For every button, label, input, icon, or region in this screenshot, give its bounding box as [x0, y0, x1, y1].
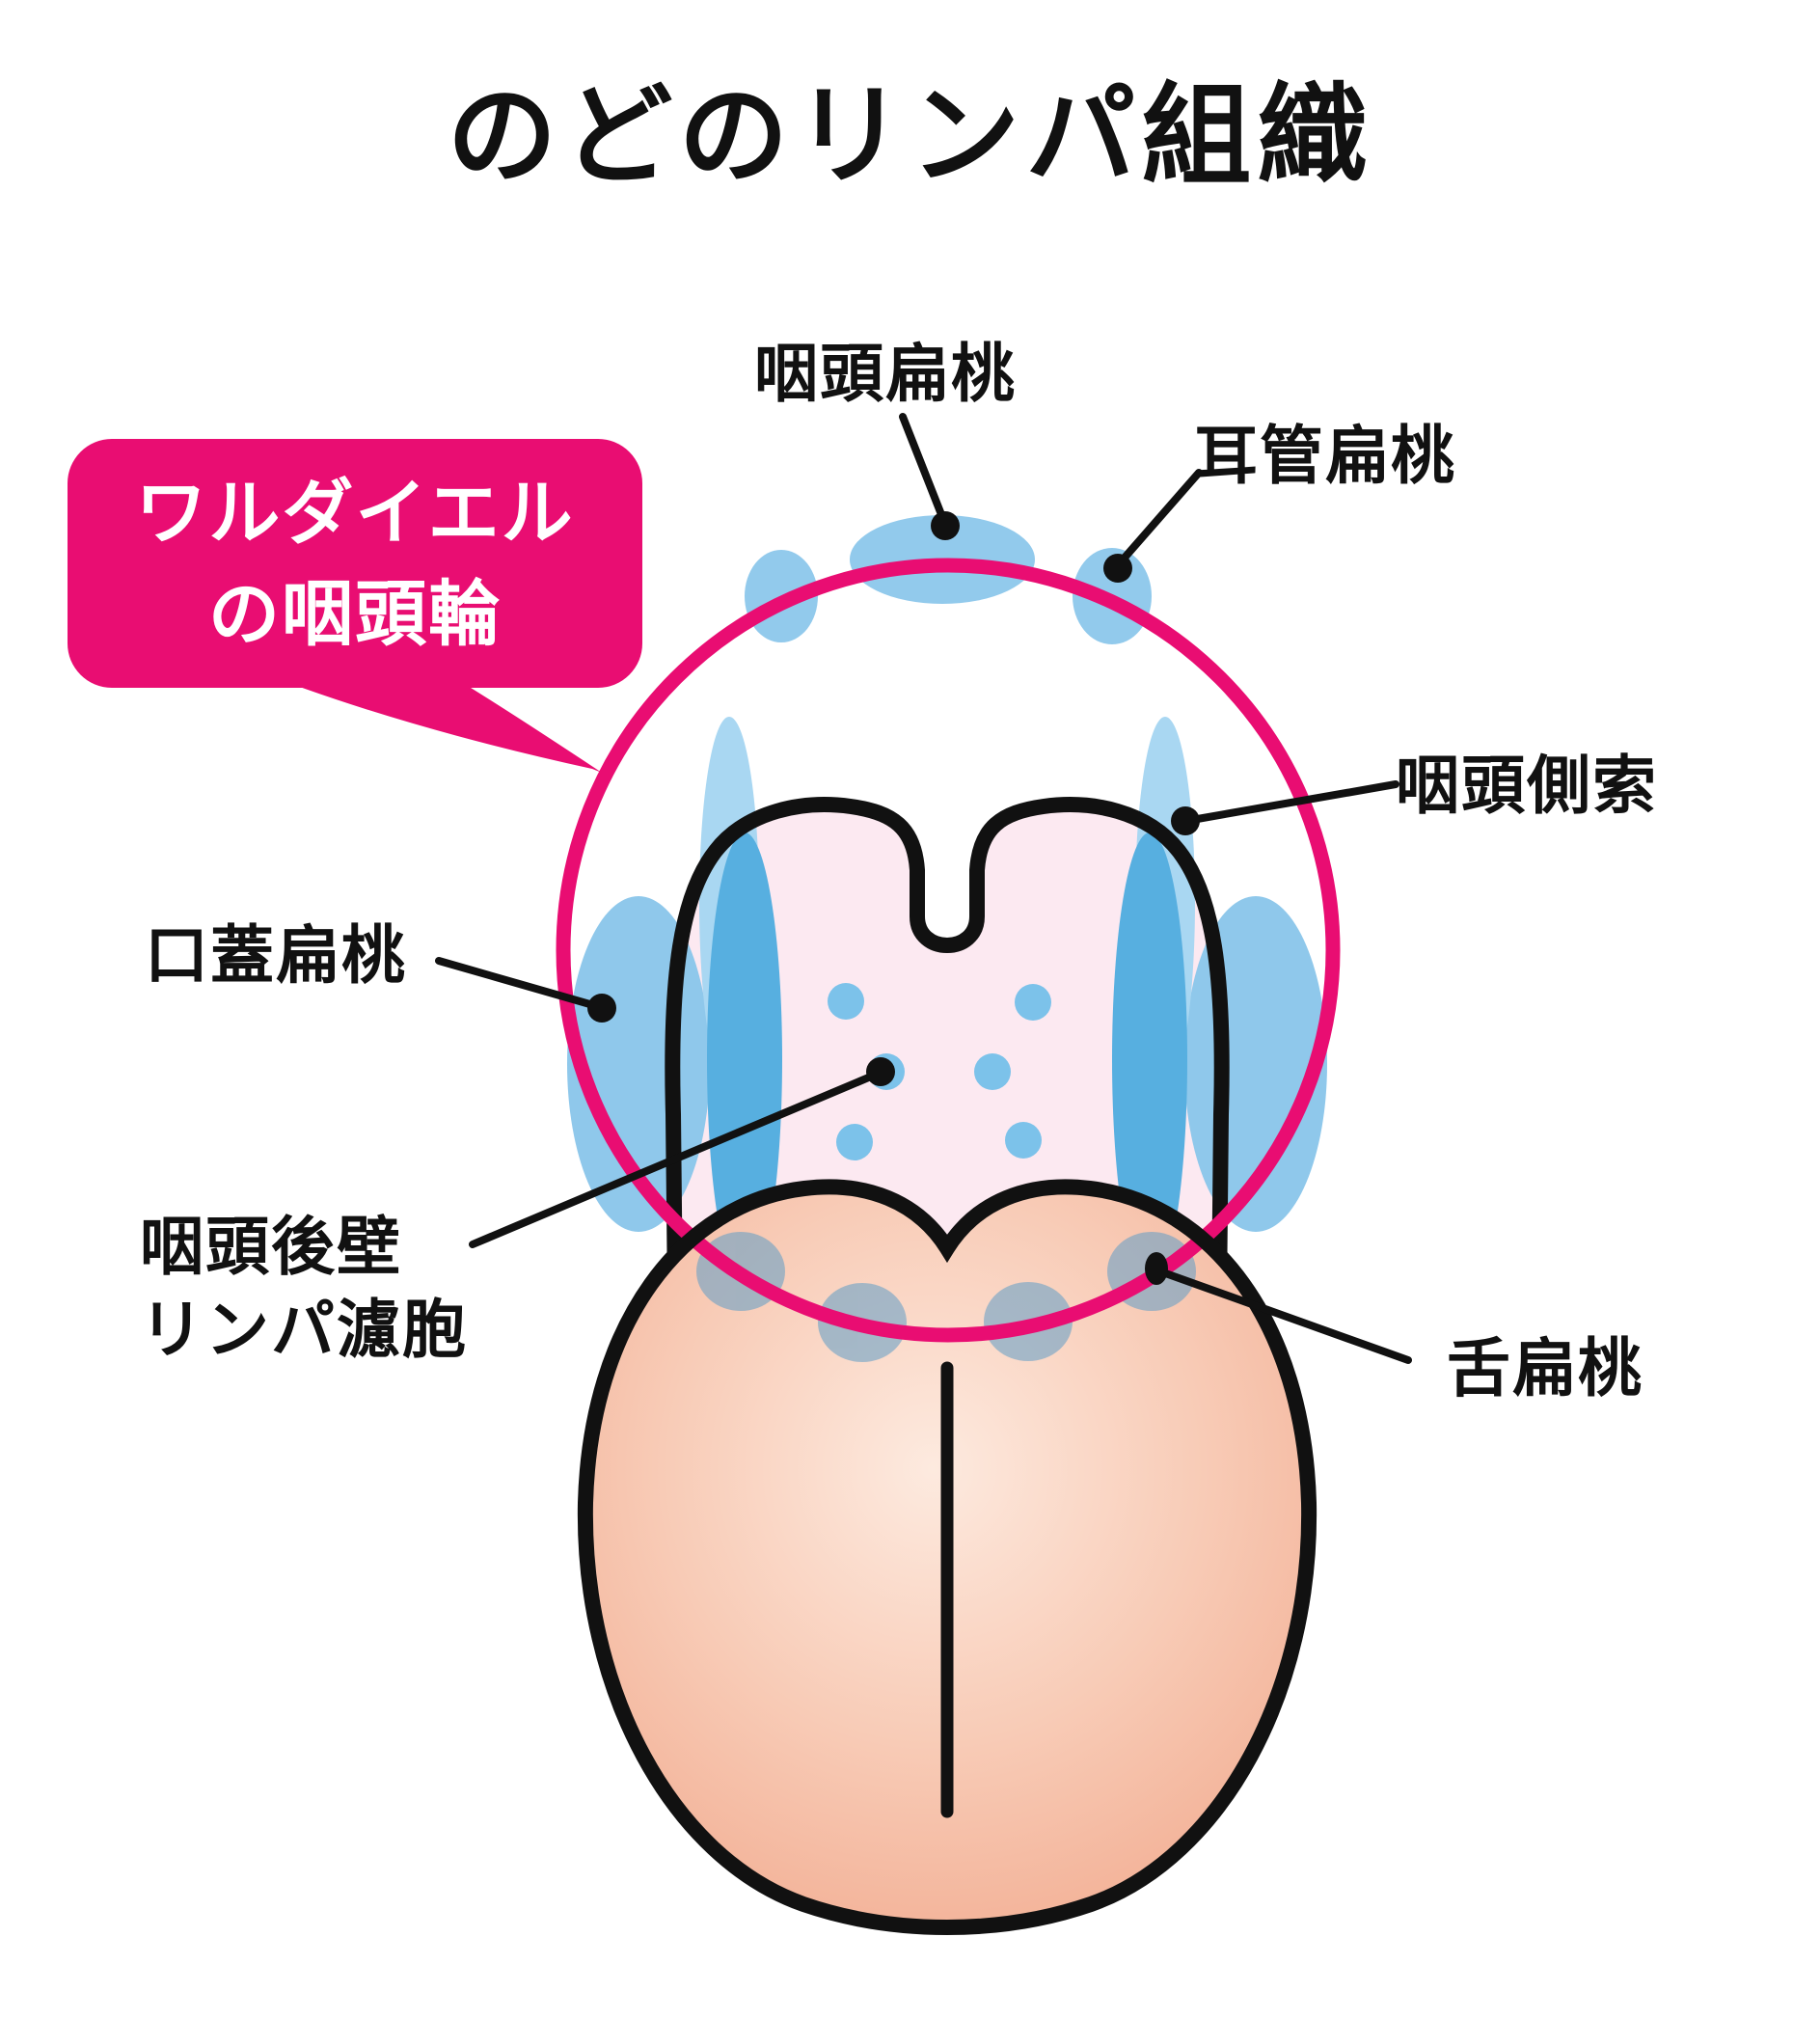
- pointer-line-palatine-tonsil: [435, 957, 604, 1011]
- pointer-line-pharyngeal-tonsil: [899, 413, 948, 526]
- label-posterior-wall-line1: 咽頭後壁: [140, 1211, 402, 1282]
- waldeyer-ring-callout: ワルダイエル の咽頭輪: [68, 439, 642, 688]
- tongue-outline: [577, 1179, 1317, 1935]
- page-title: のどのリンパ組織: [447, 75, 1373, 198]
- pharynx-outline: [665, 797, 1230, 1301]
- pointer-dot-tubal-tonsil: [1103, 554, 1132, 583]
- lymph-follicle-dot: [836, 1124, 873, 1160]
- callout-line1: ワルダイエル: [135, 472, 575, 553]
- label-posterior-wall-line2: リンパ濾胞: [140, 1293, 468, 1365]
- label-lateral-pharyngeal-band: 咽頭側索: [1396, 750, 1658, 821]
- lymph-follicle-dot: [1015, 984, 1051, 1021]
- pointer-line-lingual-tonsil: [1154, 1267, 1412, 1364]
- pointer-dot-palatine-tonsil: [587, 994, 616, 1023]
- pointer-dot-pharyngeal-tonsil: [931, 511, 960, 540]
- pointer-line-lateral-band: [1182, 780, 1399, 825]
- pointer-dot-lingual-tonsil: [1145, 1252, 1168, 1285]
- pharynx-interior: [672, 805, 1222, 1300]
- label-lingual-tonsil: 舌扁桃: [1447, 1332, 1643, 1404]
- label-tubal-tonsil: 耳管扁桃: [1194, 420, 1456, 491]
- label-posterior-wall-follicles: 咽頭後壁 リンパ濾胞: [140, 1206, 468, 1372]
- lateral-band-left-shape: [707, 832, 782, 1286]
- callout-line2: の咽頭輪: [208, 574, 502, 654]
- waldeyer-ring-circle: [556, 558, 1341, 1343]
- lymph-follicle-dot: [974, 1053, 1011, 1090]
- pointer-line-lymph-follicle: [469, 1070, 882, 1248]
- pointer-line-tubal-tonsil: [1114, 469, 1203, 569]
- lymph-follicle-dot: [1005, 1122, 1042, 1159]
- pointer-dot-lymph-follicle: [866, 1057, 895, 1086]
- pointer-dot-lateral-band: [1171, 806, 1200, 835]
- label-pharyngeal-tonsil: 咽頭扁桃: [754, 338, 1017, 409]
- lymph-follicle-dot: [828, 983, 864, 1020]
- label-palatine-tonsil: 口蓋扁桃: [145, 919, 407, 991]
- lateral-band-right-shape: [1112, 832, 1187, 1286]
